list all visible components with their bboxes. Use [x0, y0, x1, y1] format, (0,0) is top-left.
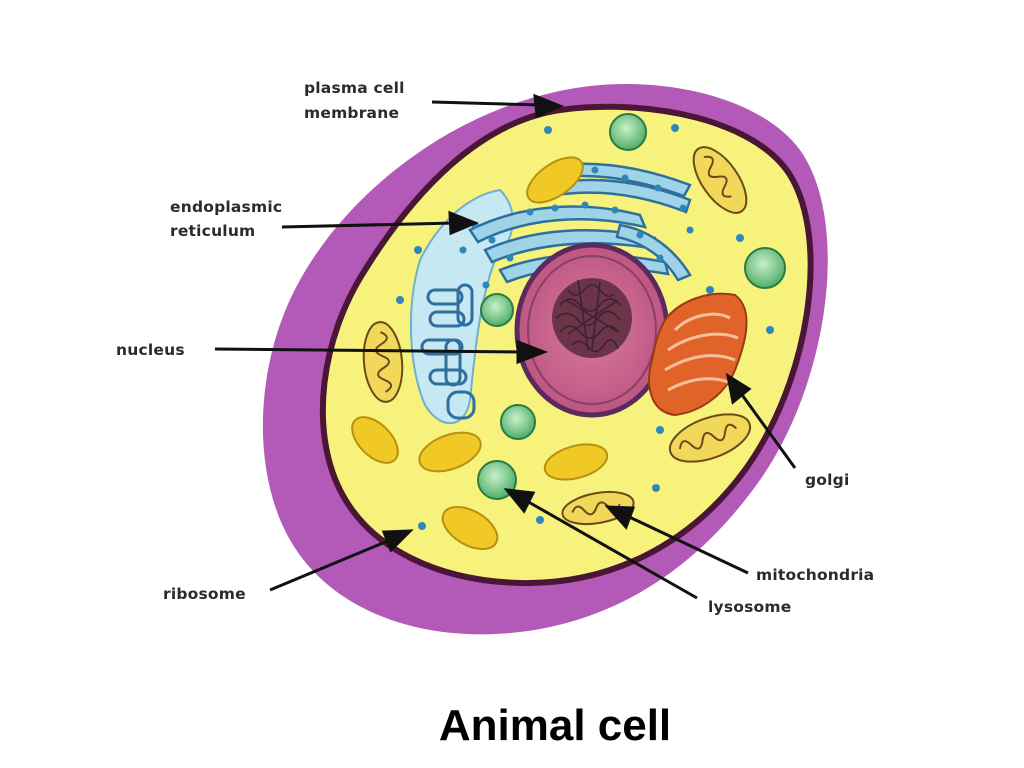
nucleus: [514, 242, 670, 418]
label-mitochondria: mitochondria: [756, 566, 874, 584]
label-er-1: endoplasmic: [170, 198, 282, 216]
nucleolus: [552, 278, 632, 358]
lysosome: [744, 247, 786, 289]
mitochondrion: [692, 146, 748, 214]
vesicles: [351, 156, 609, 551]
lysosome: [480, 293, 514, 327]
label-golgi: golgi: [805, 471, 849, 489]
label-lysosome: lysosome: [708, 598, 791, 616]
label-ribosome: ribosome: [163, 585, 246, 603]
page-title: Animal cell: [439, 701, 671, 750]
golgi-apparatus: [648, 292, 748, 417]
label-er-2: reticulum: [170, 222, 255, 240]
label-arrows: [214, 93, 797, 600]
label-nucleus: nucleus: [116, 341, 185, 359]
ribosomes: [396, 124, 774, 530]
lysosome: [500, 404, 536, 440]
label-plasma-membrane-2: membrane: [304, 104, 399, 122]
er-ribosome-dots: [459, 166, 694, 289]
er-tubes: [420, 283, 476, 420]
mitochondrion: [362, 321, 404, 403]
label-plasma-membrane-1: plasma cell: [304, 79, 405, 97]
lysosome: [609, 113, 647, 151]
mitochondrion: [668, 413, 752, 463]
endoplasmic-reticulum: [409, 162, 694, 425]
